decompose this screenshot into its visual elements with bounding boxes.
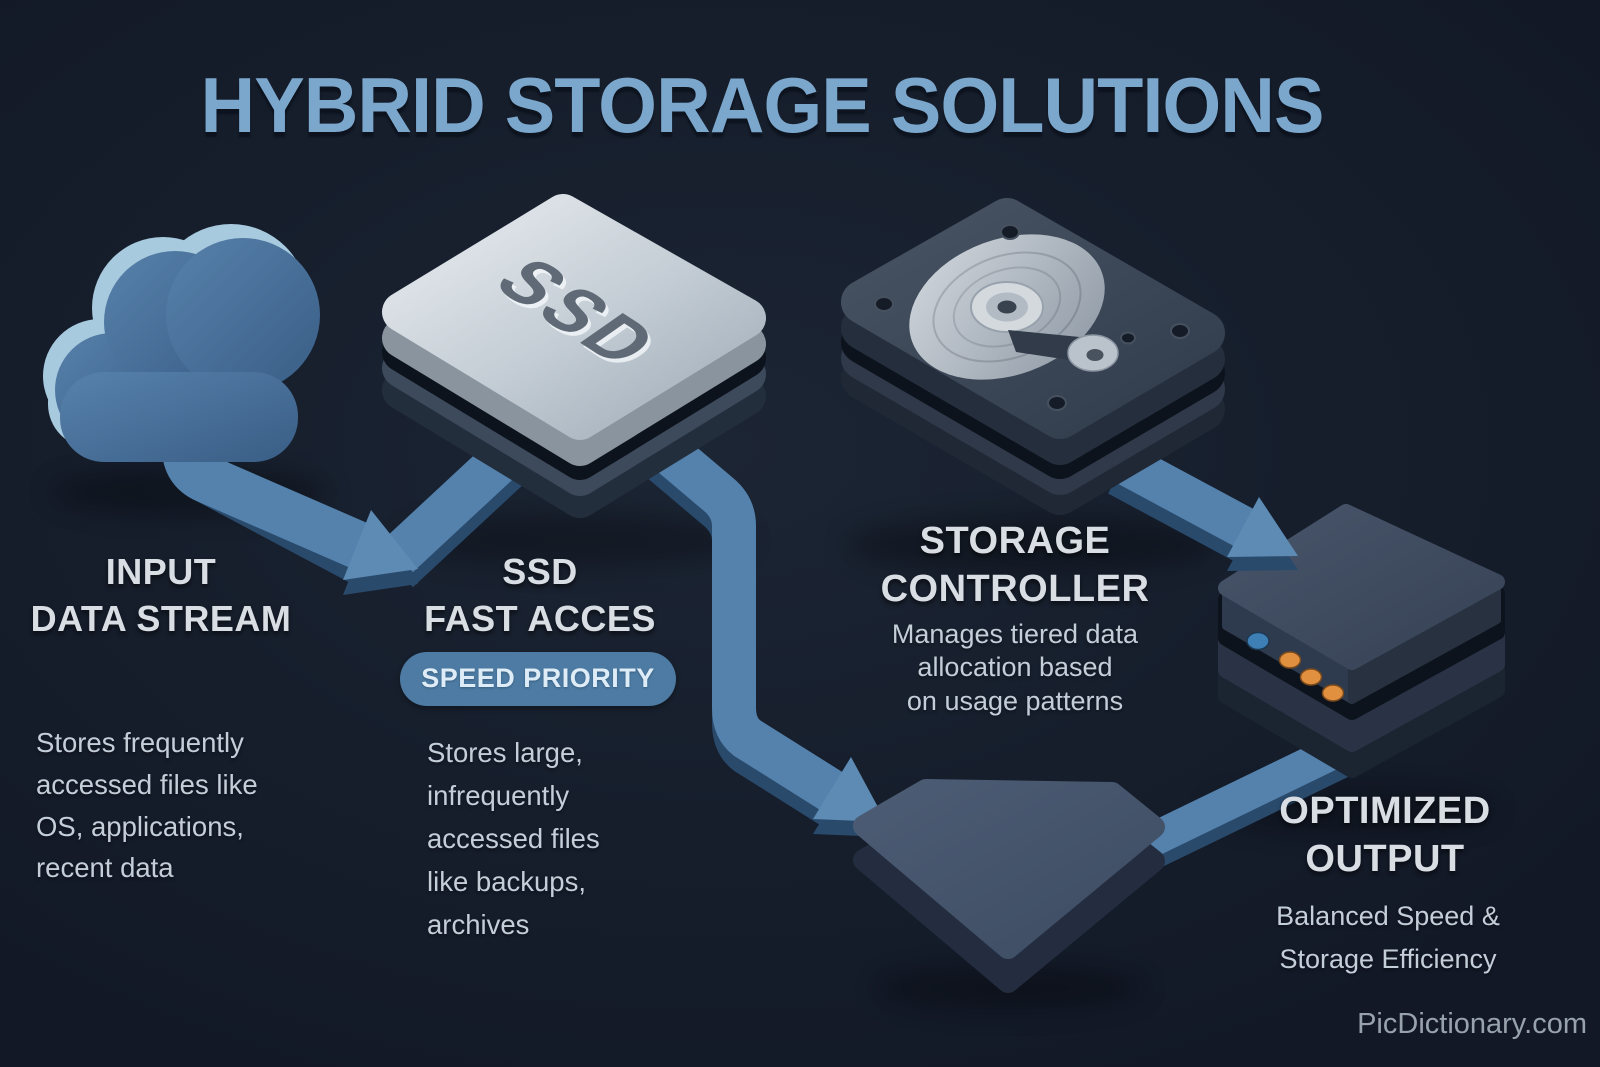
output-led-lights bbox=[1246, 631, 1345, 702]
watermark: PicDictionary.com bbox=[1357, 1008, 1587, 1040]
output-heading-line2: OUTPUT bbox=[1305, 837, 1465, 880]
input-heading-line2: DATA STREAM bbox=[30, 597, 292, 639]
led-orange-1 bbox=[1278, 651, 1302, 669]
input-node-heading: INPUT DATA STREAM bbox=[0, 549, 322, 643]
speed-priority-badge: SPEED PRIORITY bbox=[400, 652, 676, 706]
hdd-screws bbox=[874, 224, 1190, 411]
ssd-node-heading: SSD FAST ACCES bbox=[390, 549, 690, 643]
led-blue bbox=[1246, 631, 1270, 651]
led-orange-3 bbox=[1321, 684, 1345, 702]
ssd-heading-line2: FAST ACCES bbox=[424, 597, 656, 639]
ssd-icon: SSD SSD bbox=[402, 214, 746, 498]
controller-node-description: Manages tiered data allocation based on … bbox=[891, 619, 1139, 716]
input-node-description: Stores frequently accessed files like OS… bbox=[36, 727, 258, 884]
ssd-node-description: Stores large, infrequently accessed file… bbox=[427, 737, 600, 940]
output-node-description: Balanced Speed & Storage Efficiency bbox=[1276, 901, 1500, 974]
connector-merge-to-output bbox=[1140, 732, 1350, 871]
led-orange-2 bbox=[1299, 668, 1323, 686]
arrow-controller-to-output-head bbox=[1227, 497, 1298, 571]
controller-heading-line1: STORAGE bbox=[919, 520, 1111, 562]
cloud-icon bbox=[43, 224, 320, 462]
controller-node-heading: STORAGE CONTROLLER bbox=[850, 518, 1180, 613]
page-title: HYBRID STORAGE SOLUTIONS bbox=[200, 61, 1325, 149]
controller-heading-line2: CONTROLLER bbox=[880, 567, 1150, 610]
output-heading-line1: OPTIMIZED bbox=[1279, 790, 1491, 832]
arrow-controller-to-output bbox=[1108, 441, 1262, 566]
speed-priority-badge-wrap: SPEED PRIORITY bbox=[390, 652, 686, 706]
hdd-actuator-arm bbox=[1008, 330, 1119, 372]
hard-drive-icon bbox=[863, 209, 1203, 493]
output-device-icon bbox=[1218, 504, 1505, 770]
hdd-spindle bbox=[970, 281, 1044, 333]
merge-node-shape bbox=[864, 790, 1154, 982]
input-heading-line1: INPUT bbox=[105, 551, 217, 592]
arrow-ssd-to-merge bbox=[625, 411, 886, 837]
output-node-heading: OPTIMIZED OUTPUT bbox=[1235, 788, 1535, 883]
ssd-heading-line1: SSD bbox=[502, 551, 578, 592]
